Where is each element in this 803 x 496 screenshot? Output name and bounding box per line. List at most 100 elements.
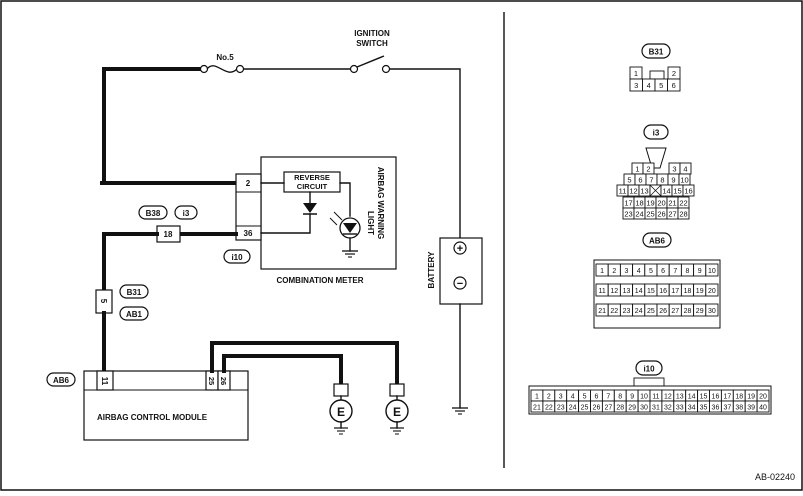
pin-label-i3-8: 8 — [660, 176, 664, 185]
pin-cell-i3-r3-6 — [682, 184, 695, 197]
pin-label-ab6-24: 24 — [635, 308, 643, 315]
pin-label-i10-33: 33 — [676, 405, 684, 412]
pin-label-ab6-22: 22 — [610, 308, 618, 315]
pin-label-i10-6: 6 — [594, 394, 598, 401]
pin-cell-ab6-30 — [705, 303, 719, 317]
pin-label-ab6-4: 4 — [637, 268, 641, 275]
pin-label-i3-r3-6: 16 — [684, 187, 692, 196]
pin-label-b31-4: 4 — [647, 81, 651, 90]
pin-label-i10-31: 31 — [652, 405, 660, 412]
acm-pin-25: 25 — [207, 377, 216, 385]
connector-view-tag-ab6-text: AB6 — [649, 237, 666, 246]
ignition-switch-label-line1: IGNITION — [354, 29, 390, 38]
pin-label-i3-25: 25 — [646, 210, 654, 219]
pin-label-ab6-26: 26 — [659, 308, 667, 315]
pin-label-i10-5: 5 — [583, 394, 587, 401]
pin-label-ab6-10: 10 — [708, 268, 716, 275]
pin-label-ab6-27: 27 — [671, 308, 679, 315]
battery-minus-sign: − — [457, 278, 463, 290]
pin-label-ab6-2: 2 — [612, 268, 616, 275]
pin-label-i10-38: 38 — [735, 405, 743, 412]
pin-cell-ab6-20 — [705, 283, 719, 297]
pin-label-ab6-11: 11 — [598, 288, 605, 295]
fuse-terminal-left — [199, 64, 209, 74]
reverse-circuit-box — [283, 171, 341, 193]
ignition-switch-terminal-left — [349, 64, 359, 74]
pin-label-i10-32: 32 — [664, 405, 672, 412]
pin-label-i10-26: 26 — [593, 405, 601, 412]
pin-label-ab6-1: 1 — [600, 268, 604, 275]
pin-blank-i3-r3-3-b — [649, 184, 662, 197]
joint-pin-5: 5 — [99, 299, 108, 304]
pin-label-i10-9: 9 — [630, 394, 634, 401]
connector-tag-ab1-text: AB1 — [126, 310, 143, 319]
pin-label-i3-10: 10 — [680, 176, 688, 185]
pin-label-i10-36: 36 — [712, 405, 720, 412]
ground-terminal-right-label: E — [393, 405, 401, 419]
pin-label-b31-3: 3 — [634, 81, 638, 90]
pin-label-ab6-17: 17 — [671, 288, 679, 295]
connector-tag-i3-text: i3 — [183, 209, 190, 218]
pin-label-i3-26: 26 — [657, 210, 665, 219]
pin-label-i10-37: 37 — [723, 405, 731, 412]
pin-label-i3-r3-2: 13 — [640, 187, 648, 196]
airbag-warning-label-line2: LIGHT — [366, 211, 375, 235]
fuse-terminal-right — [235, 64, 245, 74]
wire-acm-26-to-ground — [222, 354, 343, 386]
connector-view-tag-i3-text: i3 — [653, 129, 660, 138]
pin-label-i10-7: 7 — [606, 394, 610, 401]
airbag-warning-label-line1: AIRBAG WARNING — [376, 167, 385, 239]
pin-label-i3-21: 21 — [668, 199, 676, 208]
pin-label-i10-25: 25 — [581, 405, 589, 412]
connector-tag-b31 — [119, 284, 149, 299]
pin-label-i10-14: 14 — [688, 394, 696, 401]
ground-terminal-right-connector — [389, 383, 405, 397]
connector-tag-ab1 — [119, 306, 149, 321]
pin-label-i10-8: 8 — [618, 394, 622, 401]
connector-tag-ab6-text: AB6 — [53, 376, 70, 385]
wire-joint-to-b31 — [102, 232, 159, 292]
combination-meter-label: COMBINATION METER — [277, 276, 364, 285]
pin-label-ab6-21: 21 — [598, 308, 606, 315]
pin-label-ab6-5: 5 — [649, 268, 653, 275]
pin-label-ab6-12: 12 — [610, 288, 618, 295]
pin-label-ab6-7: 7 — [673, 268, 677, 275]
pin-label-i3-19: 19 — [646, 199, 654, 208]
meter-connector — [235, 173, 262, 241]
meter-pin-36: 36 — [244, 229, 253, 238]
lamp-diode-icon — [343, 223, 357, 233]
pin-label-i3-17: 17 — [624, 199, 632, 208]
pin-label-ab6-28: 28 — [684, 308, 692, 315]
ground-terminal-left-label: E — [337, 405, 345, 419]
reverse-circuit-label-line1: REVERSE — [294, 173, 330, 182]
pin-label-i3-2: 2 — [646, 165, 650, 174]
pin-label-i10-29: 29 — [628, 405, 636, 412]
joint-pin-18: 18 — [164, 230, 173, 239]
pin-label-i3-r3-1: 12 — [629, 187, 637, 196]
pin-label-b31-2: 2 — [672, 69, 676, 78]
ignition-switch-contact — [356, 55, 385, 68]
pin-label-i10-2: 2 — [547, 394, 551, 401]
fuse-element — [206, 65, 238, 73]
pin-label-i10-4: 4 — [571, 394, 575, 401]
pin-label-i10-21: 21 — [533, 405, 541, 412]
pin-label-i10-30: 30 — [640, 405, 648, 412]
connector-tag-i10-text: i10 — [231, 253, 243, 262]
pin-label-i3-27: 27 — [668, 210, 676, 219]
pin-label-ab6-19: 19 — [696, 288, 704, 295]
b31-key — [649, 70, 665, 80]
pin-label-i10-20: 20 — [759, 394, 767, 401]
pin-label-ab6-25: 25 — [647, 308, 655, 315]
pin-label-ab6-18: 18 — [684, 288, 692, 295]
battery-plus-sign: + — [457, 243, 463, 255]
pin-label-i10-27: 27 — [604, 405, 612, 412]
ab6-shell — [593, 259, 721, 329]
pin-label-i10-12: 12 — [664, 394, 672, 401]
pin-label-i3-6: 6 — [638, 176, 642, 185]
pin-label-i10-23: 23 — [557, 405, 565, 412]
ignition-switch-label-line2: SWITCH — [356, 39, 388, 48]
pin-cell-i3-28 — [677, 207, 690, 220]
pin-label-i3-4: 4 — [683, 165, 687, 174]
